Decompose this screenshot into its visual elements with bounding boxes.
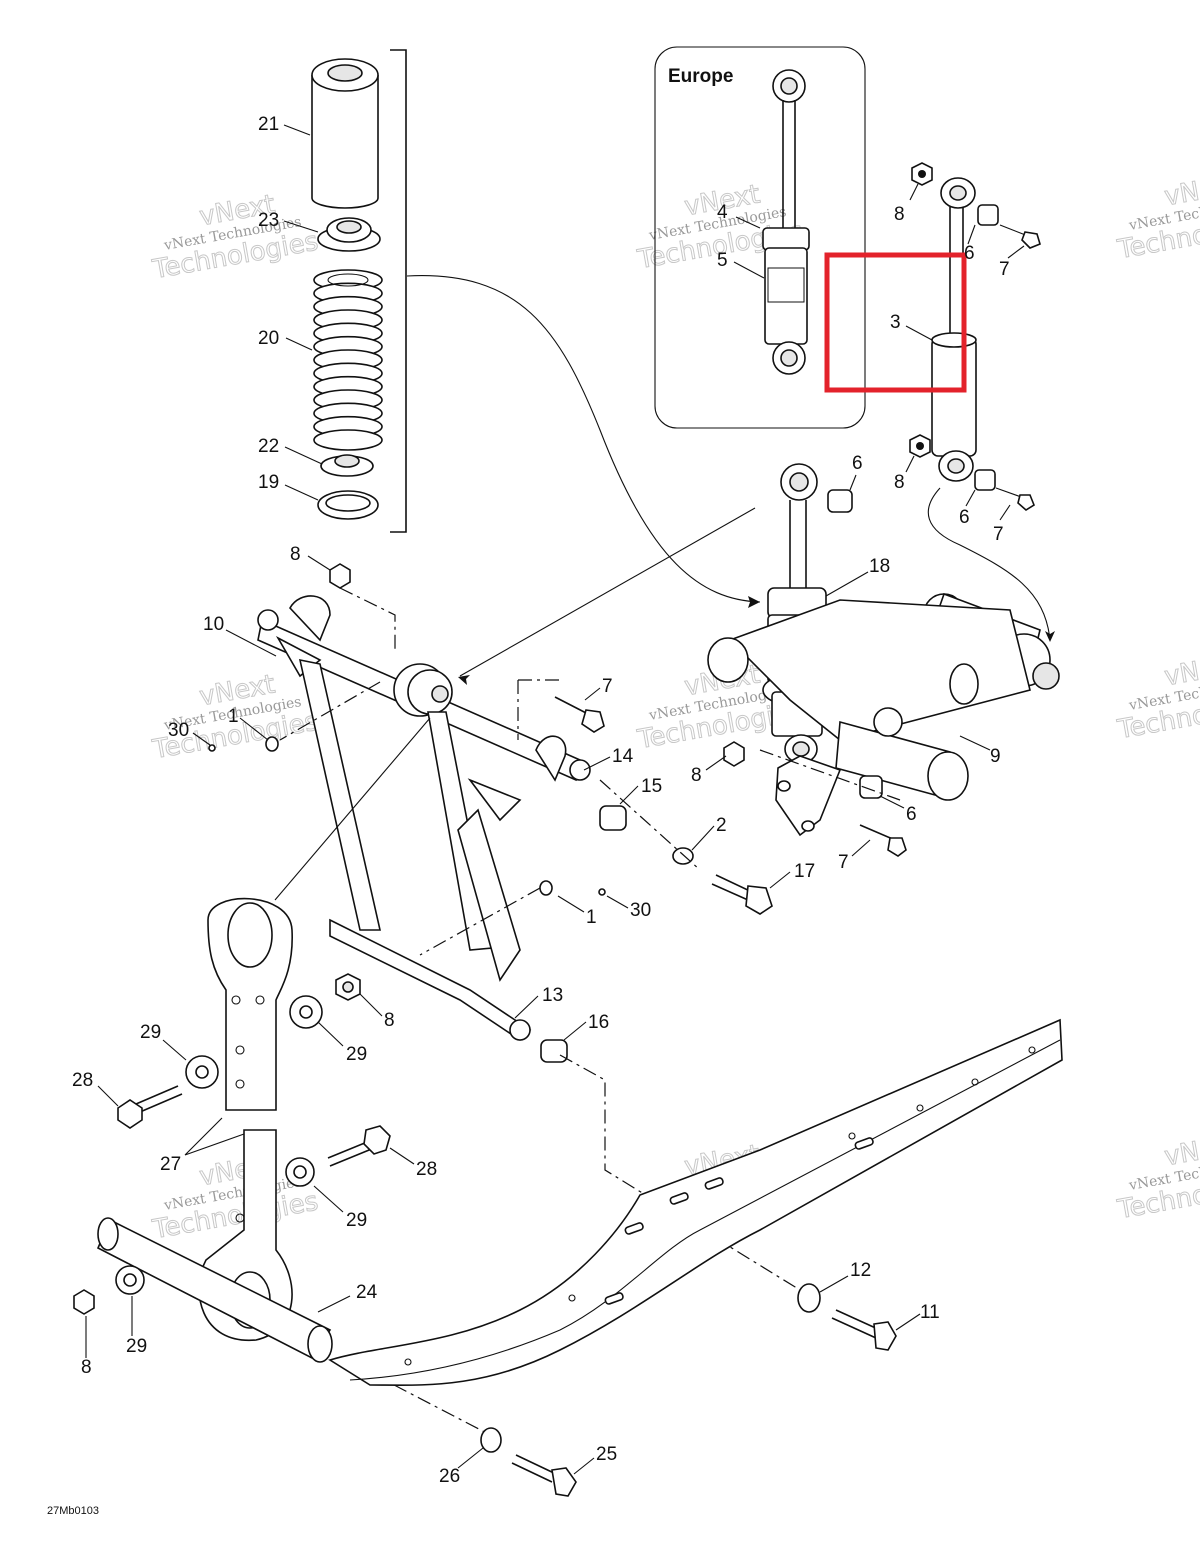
pivot-arrow [459,507,756,677]
label-8-a: 8 [290,544,301,565]
label-6-c: 6 [852,453,863,474]
label-25: 25 [596,1444,617,1465]
leader-lines [85,124,1025,1475]
highlight-box [824,252,967,393]
spring-coil [313,429,383,451]
watermarks: vNext vNext Technologies Technologies vN… [149,169,1200,1246]
label-8-f: 8 [691,765,702,786]
label-8-e: 8 [894,472,905,493]
label-9: 9 [990,746,1001,767]
label-20: 20 [258,328,279,349]
label-8-c: 8 [81,1357,92,1378]
label-29-a: 29 [140,1022,161,1043]
rear-arm-9 [707,592,1060,857]
label-6-d: 6 [906,804,917,825]
label-19: 19 [258,472,279,493]
label-17: 17 [794,861,815,882]
hardware-lower-left [73,973,391,1363]
label-6-b: 6 [959,507,970,528]
retainer-23 [317,217,381,252]
coil-spring-20 [313,269,383,451]
label-8-b: 8 [384,1010,395,1031]
label-28-a: 28 [72,1070,93,1091]
label-7-d: 7 [838,852,849,873]
label-7-a: 7 [602,676,613,697]
europe-inset: Europe [654,46,866,429]
watermark-6: vNext vNext Technologies Technologies [1114,649,1200,746]
label-15: 15 [641,776,662,797]
label-1-a: 1 [228,706,239,727]
label-18: 18 [869,556,890,577]
label-14: 14 [612,746,634,767]
label-30-a: 30 [168,720,189,741]
washer-22 [320,454,374,477]
label-10: 10 [203,614,224,635]
label-29-c: 29 [346,1210,367,1231]
label-24: 24 [356,1282,378,1303]
link-leader [274,717,431,901]
label-30-b: 30 [630,900,651,921]
label-7-b: 7 [999,259,1010,280]
slide-rail [328,1018,1063,1497]
label-8-d: 8 [894,204,905,225]
label-6-a: 6 [964,243,975,264]
drawing-id: 27Mb0103 [47,1505,99,1517]
label-23: 23 [258,210,279,231]
label-2: 2 [716,815,727,836]
front-arm-10 [208,563,773,1063]
watermark-9: vNext vNext Technologies Technologies [1114,1129,1200,1226]
assembly-arrow [406,275,761,603]
label-22: 22 [258,436,279,457]
spring-assembly [311,49,761,608]
label-3: 3 [890,312,901,333]
shock-3 [909,162,1055,642]
label-7-c: 7 [993,524,1004,545]
inset-title: Europe [668,66,733,87]
label-1-b: 1 [586,907,597,928]
arrow-head [748,596,760,608]
label-13: 13 [542,985,563,1006]
label-4: 4 [717,202,728,223]
label-12: 12 [850,1260,871,1281]
watermark-1: vNext vNext Technologies Technologies [149,189,321,286]
spring-inner [327,273,369,287]
group-bracket [390,49,407,533]
label-5: 5 [717,250,728,271]
ring-19 [317,490,379,520]
sleeve-21 [311,58,379,209]
label-21: 21 [258,114,279,135]
label-27: 27 [160,1154,181,1175]
label-29-b: 29 [346,1044,367,1065]
inset-frame [654,46,866,429]
label-16: 16 [588,1012,609,1033]
label-26: 26 [439,1466,460,1487]
part-labels: 21 23 20 22 19 8 10 1 30 7 14 15 2 17 1 … [72,114,1010,1487]
label-29-d: 29 [126,1336,147,1357]
watermark-3: vNext vNext Technologies Technologies [1114,169,1200,266]
label-11: 11 [920,1302,940,1323]
label-28-b: 28 [416,1159,437,1180]
